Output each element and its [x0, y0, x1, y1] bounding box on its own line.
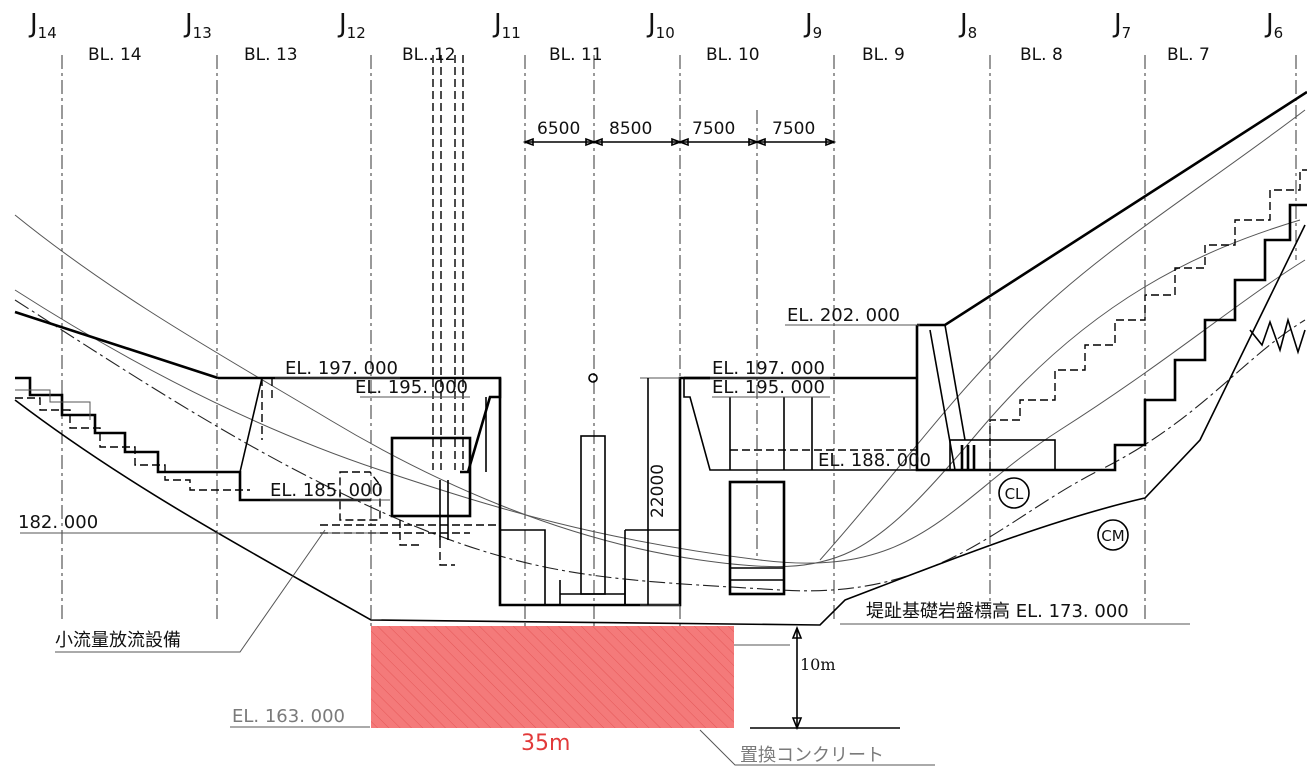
small-discharge-facility-note: 小流量放流設備: [55, 630, 181, 651]
block-label: BL. 9: [862, 45, 905, 65]
dimension-6500: 6500: [537, 119, 580, 139]
elevation-197-left: EL. 197. 000: [285, 358, 398, 379]
elevation-labels: EL. 202. 000 EL. 197. 000 EL. 195. 000 E…: [18, 305, 1129, 727]
joint-label-j8: J8: [958, 9, 977, 42]
joint-axis-lines: [61, 55, 1297, 626]
block-label: BL. 11: [549, 45, 603, 65]
joint-label-j14: J14: [28, 9, 57, 42]
terrain-lines: [14, 109, 1306, 626]
dimension-labels: 6500 8500 7500 7500 22000 10m 35m: [521, 119, 836, 756]
block-label: BL. 10: [706, 45, 760, 65]
joint-label-j9: J9: [803, 9, 822, 42]
dam-body-left: [218, 55, 502, 566]
replacement-concrete-block: [371, 626, 734, 728]
left-abutment: [14, 310, 371, 502]
dimension-8500: 8500: [609, 119, 652, 139]
dimension-lines: [522, 137, 900, 731]
elevation-173-foundation: 堤趾基礎岩盤標高 EL. 173. 000: [866, 601, 1129, 622]
elevation-182: 182. 000: [18, 512, 98, 533]
joint-label-j13: J13: [183, 9, 212, 42]
joint-label-j10: J10: [646, 9, 675, 42]
zone-markers: [998, 477, 1129, 551]
dimension-10m: 10m: [800, 655, 836, 674]
replacement-concrete-note: 置換コンクリート: [740, 745, 884, 766]
block-label: BL. 14: [88, 45, 142, 65]
joint-label-j7: J7: [1112, 9, 1131, 42]
elevation-202: EL. 202. 000: [787, 305, 900, 326]
block-labels: BL. 14 BL. 13 BL..12 BL. 11 BL. 10 BL. 9…: [88, 45, 1210, 65]
elevation-185: EL. 185. 000: [270, 480, 383, 501]
spillway-center: [498, 373, 710, 607]
elevation-195-left: EL. 195. 000: [355, 377, 468, 398]
zone-labels: CL CM: [1005, 485, 1125, 545]
joint-label-j12: J12: [337, 9, 366, 42]
block-label: BL..12: [402, 45, 456, 65]
right-abutment: [915, 90, 1307, 472]
zone-cm-label: CM: [1101, 527, 1124, 545]
block-label: BL. 7: [1167, 45, 1210, 65]
leader-lines: [20, 324, 1190, 766]
block-label: BL. 8: [1020, 45, 1063, 65]
dimension-7500-a: 7500: [692, 119, 735, 139]
elevation-197-right: EL. 197. 000: [712, 358, 825, 379]
dimension-22000: 22000: [648, 464, 668, 518]
joint-labels: J14 J13 J12 J11 J10 J9 J8 J7 J6: [28, 9, 1283, 42]
elevation-188: EL. 188. 000: [818, 450, 931, 471]
dimension-35m: 35m: [521, 731, 570, 756]
elevation-163: EL. 163. 000: [232, 706, 345, 727]
notes: 小流量放流設備 置換コンクリート: [55, 630, 884, 766]
dimension-7500-b: 7500: [772, 119, 815, 139]
elevation-195-right: EL. 195. 000: [712, 377, 825, 398]
block-label: BL. 13: [244, 45, 298, 65]
dam-body-right: [683, 376, 917, 596]
zone-cl-label: CL: [1005, 485, 1024, 503]
joint-label-j11: J11: [492, 9, 521, 42]
joint-label-j6: J6: [1264, 9, 1283, 42]
